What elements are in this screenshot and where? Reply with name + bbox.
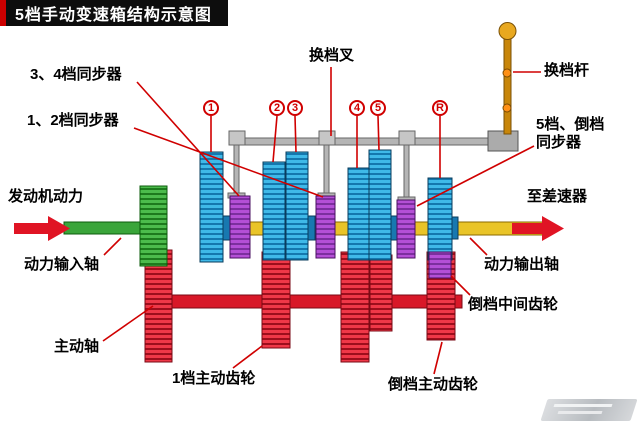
label-sync-5-R-line2: 同步器 [536, 134, 582, 151]
gear-4 [347, 167, 370, 261]
label-input-shaft: 动力输入轴 [24, 256, 100, 273]
label-main-shaft: 主动轴 [54, 338, 100, 355]
gear-marker-4: 4 [349, 100, 365, 116]
label-sync-3-4: 3、4档同步器 [30, 66, 122, 83]
gear-marker-5: 5 [370, 100, 386, 116]
gear-R [427, 177, 453, 261]
gear-1 [199, 151, 224, 263]
gear-marker-R: R [432, 100, 448, 116]
label-sync-5-R: 5档、倒档 同步器 [536, 116, 604, 152]
title-banner: 5档手动变速箱结构示意图 [0, 0, 228, 26]
gear-5 [368, 149, 392, 261]
watermark-stripe-2 [557, 411, 603, 414]
counter-gear-left [144, 249, 173, 363]
output-shaft-gears [199, 149, 459, 263]
label-sync-5-R-line1: 5档、倒档 [536, 116, 605, 133]
sync-3-4 [229, 195, 251, 259]
title-accent-bar [0, 0, 6, 26]
gear-3 [285, 151, 309, 261]
label-shift-lever: 换档杆 [544, 62, 590, 79]
sync-5-R [396, 199, 416, 259]
shift-fork-3 [403, 144, 410, 200]
gear-marker-2: 2 [269, 100, 285, 116]
watermark-stripe-1 [553, 404, 613, 407]
shift-fork-1 [233, 144, 240, 196]
engine-power-arrow [14, 216, 70, 241]
label-shift-fork: 换档叉 [309, 47, 355, 64]
gear1-drive-gear [261, 251, 291, 349]
synchronizers [229, 195, 452, 279]
to-differential-arrow [512, 216, 564, 241]
page-title: 5档手动变速箱结构示意图 [15, 7, 212, 24]
leader-lines [102, 67, 541, 375]
watermark-logo [540, 399, 638, 421]
label-to-differential: 至差速器 [527, 188, 588, 205]
gear-marker-1: 1 [203, 100, 219, 116]
label-output-shaft: 动力输出轴 [484, 256, 560, 273]
gear-marker-3: 3 [287, 100, 303, 116]
label-reverse-drive: 倒档主动齿轮 [388, 376, 479, 393]
countershaft [149, 294, 463, 309]
label-gear1-drive: 1档主动齿轮 [172, 370, 256, 387]
reverse-idler-gear [428, 251, 452, 279]
input-gear [139, 185, 168, 267]
gear-2 [262, 161, 286, 261]
label-reverse-idler: 倒档中间齿轮 [468, 296, 559, 313]
watermark-shape [540, 399, 638, 421]
shift-fork-2 [323, 144, 330, 196]
label-sync-1-2: 1、2档同步器 [27, 112, 119, 129]
lever-knob [498, 22, 517, 40]
label-engine-power: 发动机动力 [8, 188, 84, 205]
sync-1-2 [315, 195, 336, 259]
shift-lever-assembly [487, 22, 519, 152]
